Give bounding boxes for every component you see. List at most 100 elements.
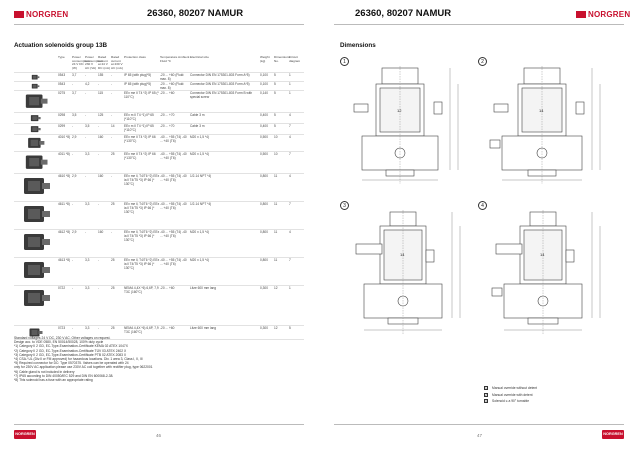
legend-key: 3 xyxy=(484,399,488,403)
cell-circ: 4 xyxy=(289,230,291,234)
cell-wt: 0,800 xyxy=(260,174,268,178)
cell-c4: - xyxy=(111,230,113,234)
table-row: 4010 *8)2,9 - 160 - EEx me II T4 *2) IP 66 (… xyxy=(14,135,304,152)
cell-c4: 25 xyxy=(111,202,115,206)
cell-type: 4010 *8) xyxy=(58,135,71,139)
solenoid-product-image xyxy=(16,114,54,123)
cell-c1: 3,7 xyxy=(72,73,77,77)
cell-wt: 0,400 xyxy=(260,113,268,117)
cell-dim: 5 xyxy=(274,91,276,95)
row-divider xyxy=(14,229,304,230)
footnote-line: *5) Required connector for DC: Type 0570… xyxy=(14,361,129,366)
cell-c4: 14 xyxy=(111,124,115,128)
row-divider xyxy=(14,257,304,258)
cell-circ: 1 xyxy=(289,286,291,290)
figure-number-2: 2 xyxy=(478,57,487,66)
cell-prot: EEx me ll, T4/T6 *2) EEx ia ll T4/T5 *3)… xyxy=(124,258,160,270)
cell-temp: -20 ... +70 xyxy=(160,124,175,128)
cell-c2: 3,3 xyxy=(85,258,90,262)
cell-c2: 3,3 xyxy=(85,152,90,156)
cell-circ: 7 xyxy=(289,258,291,262)
cell-type: 0543 xyxy=(58,82,66,86)
cell-temp: -20 ... +60 (Fluid: max. 8) xyxy=(160,82,185,90)
footnote-line: Standard voltages 24 V DC, 230 V AC. Oth… xyxy=(14,336,111,340)
cell-prot: NEMA 4,4X *6) 6,6P, 7,9 T3C (160°C) xyxy=(124,286,159,294)
svg-text:14: 14 xyxy=(400,252,405,257)
cell-c3: 160 xyxy=(98,135,104,139)
legend-text: Manual override with detent xyxy=(492,392,533,397)
cell-dim: 5 xyxy=(274,82,276,86)
legend-text: Manual override without detent xyxy=(492,386,538,390)
column-header: Power consumption 24 V DC (W) xyxy=(72,55,90,70)
header-divider-right xyxy=(334,24,624,25)
brand-logo-left: NORGREN xyxy=(14,10,68,19)
cell-temp: -20 ... +70 xyxy=(160,113,175,117)
row-divider xyxy=(14,285,304,286)
solenoid-product-image xyxy=(16,92,54,112)
cell-c4: - xyxy=(111,174,113,178)
cell-c2: - xyxy=(85,135,87,139)
solenoid-product-image xyxy=(16,153,54,173)
column-header: Circuit diagram xyxy=(289,55,301,63)
cell-wt: 0,800 xyxy=(260,258,268,262)
cell-wt: 0,800 xyxy=(260,230,268,234)
cell-prot: EEx me ll, T4/T6 *2) EEx ia ll T4/T5 *3)… xyxy=(124,202,160,214)
cell-c2: 3,3 xyxy=(85,202,90,206)
cell-prot: EEx me II T4 *2) IP 66 (*130°C) xyxy=(124,135,156,143)
solenoid-product-image xyxy=(16,259,54,283)
cell-dim: 11 xyxy=(274,174,278,178)
cell-elec: M20 x 1,5 *4) xyxy=(190,230,209,234)
footer-divider-left xyxy=(14,424,304,425)
footnote-line: *7) IP65 according to DIN 40050/IEC 529 … xyxy=(14,373,114,378)
cell-prot: EEx me II T4 *2) IP 65 (* 110°C) xyxy=(124,91,159,99)
footnote-line: only for 230V AC application please use … xyxy=(14,365,153,370)
solenoid-product-image xyxy=(16,287,54,311)
cell-c1: 3,5 xyxy=(72,113,77,117)
footnote-line: *1) Category II 2 GD, EC-Type-Examinatio… xyxy=(14,344,128,349)
cell-prot: IP 65 (with plug)*5) xyxy=(124,82,152,86)
cell-prot: EEx m II T4 *1) IP 65 (*110°C) xyxy=(124,113,154,121)
solenoid-product-image xyxy=(16,125,54,134)
cell-c1: 2,9 xyxy=(72,135,77,139)
cell-wt: 0,300 xyxy=(260,326,268,330)
page-title-left: 26360, 80207 NAMUR xyxy=(147,8,244,19)
dimension-drawing-1: 12 xyxy=(350,66,468,188)
column-header: Electrical size xyxy=(190,55,209,59)
cell-c1: - xyxy=(72,286,74,290)
cell-wt: 0,500 xyxy=(260,152,268,156)
solenoid-product-image xyxy=(16,175,54,199)
column-header: Rated current at 230 V AC (mA) xyxy=(111,55,123,70)
cell-dim: 11 xyxy=(274,230,278,234)
cell-type: 0275 xyxy=(58,91,66,95)
footer-divider-right xyxy=(334,424,624,425)
cell-elec: Cable 3 m xyxy=(190,113,205,117)
footnote-line: *8) This solenoid has a fuse with an app… xyxy=(14,378,93,383)
column-header: Protection class xyxy=(124,55,146,59)
cell-c3: - xyxy=(98,152,100,156)
cell-circ: 7 xyxy=(289,152,291,156)
footnote-line: Design acc. to VDE 0580, EN 50014/50028,… xyxy=(14,340,104,345)
cell-c2: - xyxy=(85,174,87,178)
cell-type: 0299 xyxy=(58,124,66,128)
solenoid-product-image xyxy=(16,203,54,227)
brand-logo-right: NORGREN xyxy=(576,10,630,19)
cell-prot: EEx me ll, T4/T6 *2) EEx ia ll T4/T5 *3)… xyxy=(124,230,160,242)
svg-text:14: 14 xyxy=(539,108,544,113)
cell-c1: - xyxy=(72,82,74,86)
footnote-line: *6) Cable gland is not included in deliv… xyxy=(14,369,75,374)
cell-dim: 12 xyxy=(274,326,278,330)
cell-c1: 2,9 xyxy=(72,174,77,178)
cell-c3: - xyxy=(98,326,100,330)
cell-c4: 25 xyxy=(111,326,115,330)
row-divider xyxy=(14,112,304,113)
dimension-drawing-4: 14 xyxy=(488,210,608,340)
cell-type: 0543 xyxy=(58,73,66,77)
cell-temp: -20 ... +60 (Fluid: max. 8) xyxy=(160,73,185,81)
cell-c4: - xyxy=(111,135,113,139)
